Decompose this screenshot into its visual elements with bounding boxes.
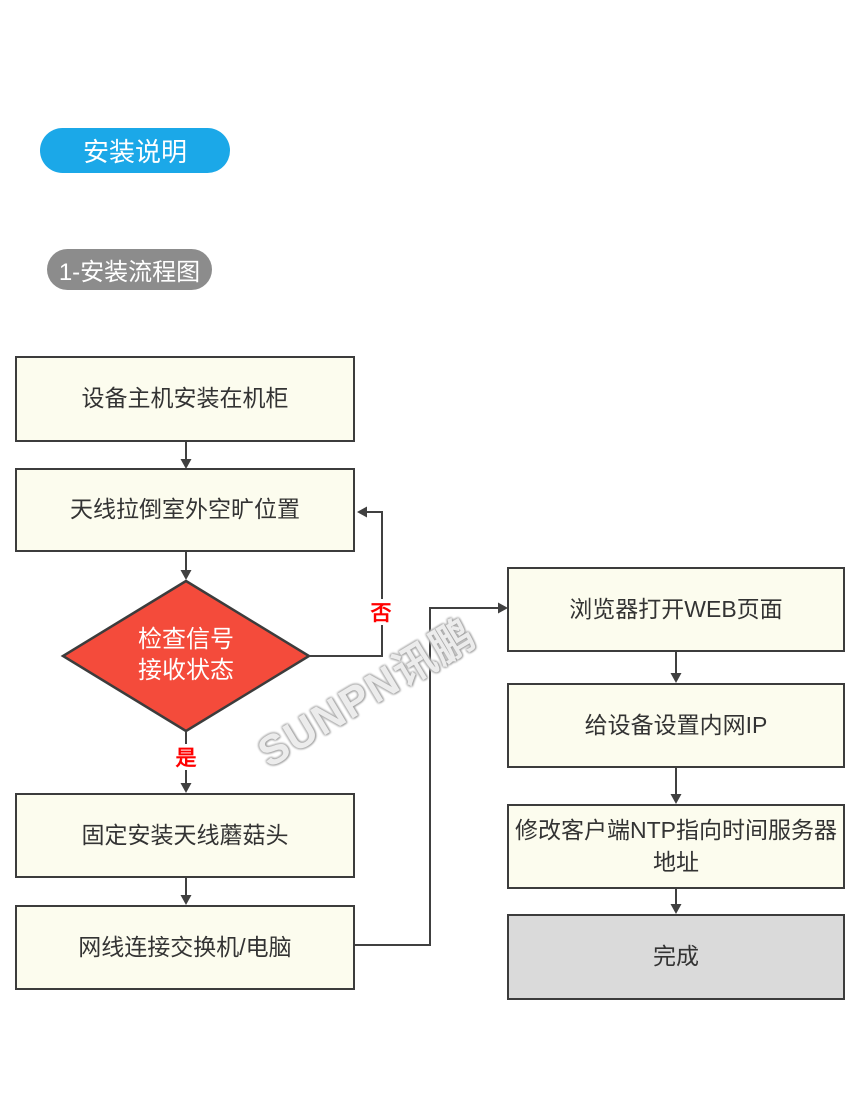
node-open-web-label: 浏览器打开WEB页面 [569,595,783,622]
section-badge: 1-安装流程图 [47,249,212,290]
node-modify-ntp-line2: 地址 [653,848,699,875]
node-antenna-outdoor: 天线拉倒室外空旷位置 [15,468,355,552]
arrowhead-no-branch [357,506,367,518]
node-install-host-label: 设备主机安装在机柜 [81,385,289,412]
node-install-host: 设备主机安装在机柜 [15,356,355,442]
node-done: 完成 [507,914,845,1000]
arrowhead-ip-to-ntp [670,794,682,804]
decision-text: 检查信号 接收状态 [86,624,286,686]
no-branch-label: 否 [367,599,395,625]
arrowhead-network-to-web [498,602,508,614]
yes-branch-label: 是 [172,744,200,770]
node-fix-antenna-label: 固定安装天线蘑菇头 [81,821,289,848]
node-done-label: 完成 [653,943,699,970]
node-fix-antenna: 固定安装天线蘑菇头 [15,793,355,878]
node-modify-ntp-line1: 修改客户端NTP指向时间服务器 [515,817,837,844]
connector-network-to-web [355,607,498,946]
arrowhead-web-to-ip [670,673,682,683]
title-badge: 安装说明 [40,128,230,173]
node-modify-ntp: 修改客户端NTP指向时间服务器 地址 [507,804,845,889]
arrowhead-ntp-to-done [670,904,682,914]
decision-text-line1: 检查信号 [138,626,234,653]
node-antenna-outdoor-label: 天线拉倒室外空旷位置 [70,496,300,523]
arrowhead-antenna-to-decision [180,570,192,580]
node-connect-network-label: 网线连接交换机/电脑 [78,933,292,960]
node-set-ip-label: 给设备设置内网IP [584,711,768,738]
node-open-web: 浏览器打开WEB页面 [507,567,845,652]
node-modify-ntp-label: 修改客户端NTP指向时间服务器 地址 [515,815,837,877]
node-set-ip: 给设备设置内网IP [507,683,845,768]
decision-text-line2: 接收状态 [138,657,234,684]
arrowhead-host-to-antenna [180,459,192,469]
connector-no-branch [309,511,383,657]
arrowhead-decision-to-fix [180,783,192,793]
node-connect-network: 网线连接交换机/电脑 [15,905,355,990]
arrowhead-fix-to-network [180,895,192,905]
